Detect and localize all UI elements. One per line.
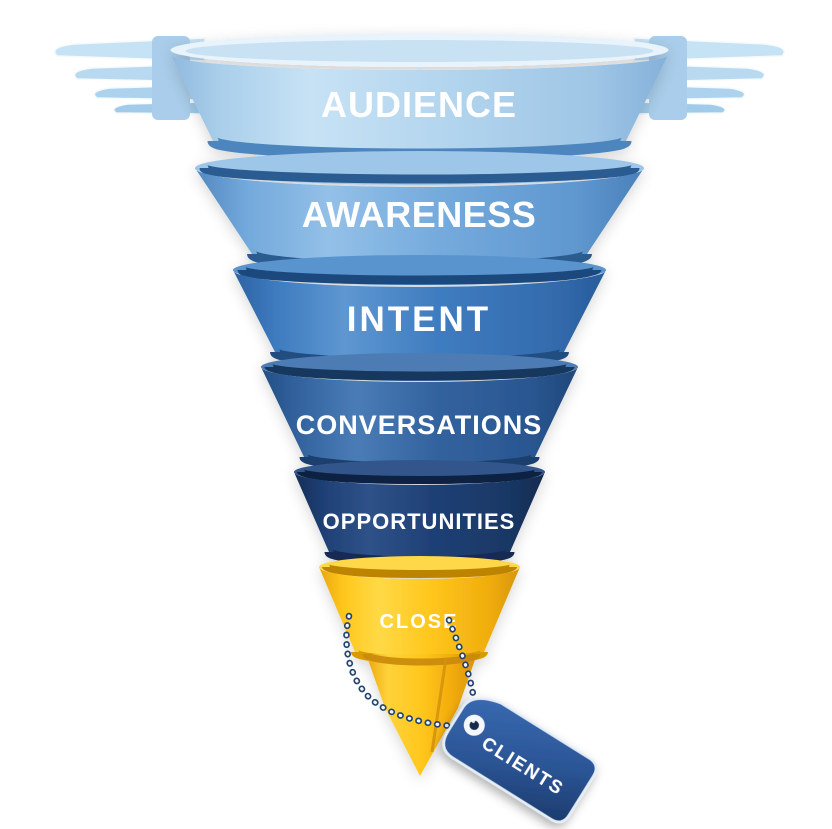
level-crevice (322, 564, 517, 578)
wing-connector (649, 36, 687, 120)
funnel-level-opportunities: OPPORTUNITIES (294, 460, 545, 566)
level-body (233, 270, 606, 363)
funnel-level-awareness: AWARENESS (195, 151, 644, 272)
tag-grommet-hole (469, 720, 480, 731)
level-body (261, 367, 578, 467)
level-body (195, 168, 644, 267)
level-crevice (264, 363, 575, 381)
wing-connector (152, 36, 190, 120)
level-body (294, 472, 545, 561)
funnel-level-conversations: CONVERSATIONS (261, 353, 578, 472)
level-label: INTENT (347, 300, 491, 339)
level-body (171, 55, 668, 154)
funnel-mouth-inner (185, 40, 654, 62)
spout-ridge (430, 657, 448, 753)
level-label: AWARENESS (302, 194, 537, 235)
chain-left (344, 614, 454, 728)
level-crevice (199, 164, 640, 184)
tag-grommet-highlight (471, 719, 476, 723)
right-wing-icon (633, 36, 786, 120)
spout-shadow (362, 652, 481, 666)
left-wing-icon (53, 36, 206, 120)
funnel-level-audience: AUDIENCE (170, 33, 669, 160)
clients-tag: CLIENTS (442, 697, 598, 824)
level-label: OPPORTUNITIES (323, 509, 516, 534)
level-body (319, 567, 520, 660)
level-label: CLOSE (380, 611, 459, 633)
funnel-level-intent: INTENT (233, 255, 606, 368)
funnel-spout (362, 652, 481, 776)
level-label: AUDIENCE (321, 84, 517, 125)
level-label: CONVERSATIONS (296, 410, 543, 440)
level-crevice (297, 469, 542, 484)
level-crevice (237, 266, 602, 285)
spout-body (366, 654, 477, 776)
